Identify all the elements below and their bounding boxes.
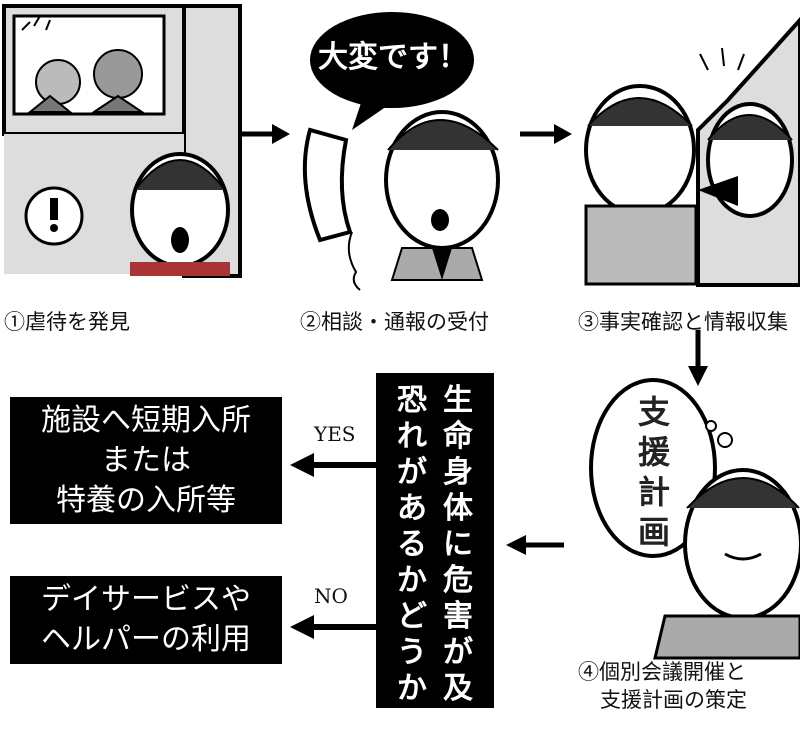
question-column-2: 生命 身体 に危 害が 及ぶ [443,383,473,742]
illustration-fact-check [584,17,800,287]
no-outcome-line-1: デイサービスや [41,582,251,617]
arrow-left-no [290,615,376,639]
yes-outcome-box: 施設へ短期入所 または 特養の入所等 [10,397,282,524]
no-outcome-box: デイサービスや ヘルパーの利用 [10,576,282,664]
yes-outcome-line-3: 特養の入所等 [56,482,236,518]
step-2-label: ②相談・通報の受付 [300,310,489,334]
step-4-label-line2: 支援計画の策定 [600,688,747,712]
illustration-discovery [2,4,242,278]
decision-question: 恐れ があ るか どう か？ 生命 身体 に危 害が 及ぶ [376,373,494,742]
question-column-1: 恐れ があ るか どう か？ [397,383,427,742]
arrow-left-yes [290,453,376,477]
yes-outcome-line-2: または [101,442,191,478]
arrow-right-2 [520,124,572,144]
no-label: NO [314,584,348,608]
step-1-label: ①虐待を発見 [4,310,130,334]
arrow-down [688,330,708,386]
illustration-consultation [302,12,500,291]
yes-label: YES [314,422,356,446]
support-plan-sign: 支 援 計 画 [637,393,670,551]
arrow-left-decision [506,535,564,555]
yes-outcome-line-1: 施設へ短期入所 [41,402,251,438]
arrow-right-1 [238,124,290,144]
speech-bubble-text: 大変です！ [318,40,468,75]
step-4-label-line1: ④個別会議開催と [578,660,746,684]
no-outcome-line-2: ヘルパーの利用 [41,622,251,657]
illustration-support-plan [589,378,800,660]
step-3-label: ③事実確認と情報収集 [578,310,788,334]
